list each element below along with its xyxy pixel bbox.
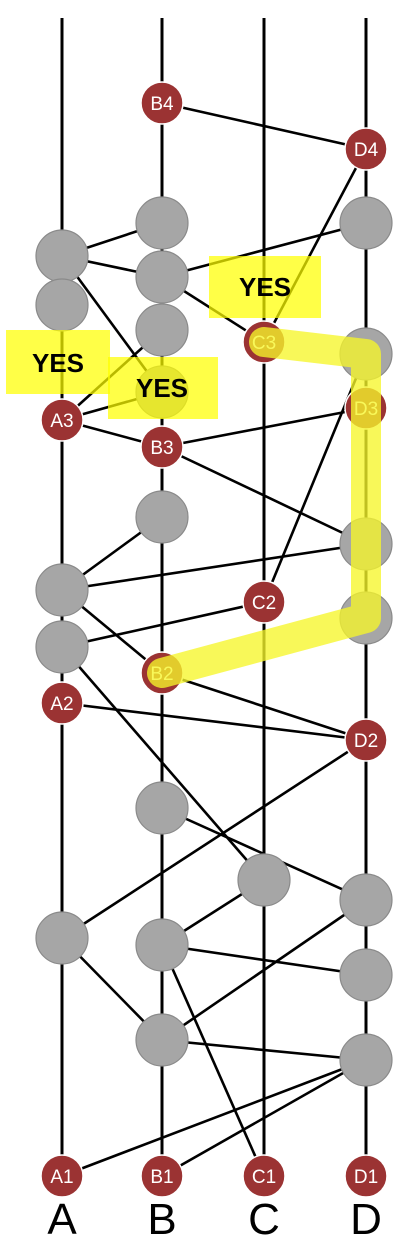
event-b4-label: B4 [150, 94, 174, 115]
edge [61, 646, 265, 881]
edge [160, 944, 266, 1177]
event-c1-label: C1 [252, 1167, 276, 1188]
edge [61, 738, 367, 940]
event-node [135, 781, 189, 835]
event-c2-label: C2 [252, 593, 276, 614]
event-d1-label: D1 [354, 1167, 378, 1188]
event-b3-label: B3 [150, 438, 173, 459]
event-a1-label: A1 [50, 1167, 73, 1188]
edge [61, 1058, 367, 1178]
edge [161, 1058, 367, 1178]
yes-label-b3: YES [136, 373, 188, 403]
event-b1-label: B1 [150, 1167, 173, 1188]
edge [161, 1038, 367, 1062]
edge [61, 600, 265, 649]
yes-label-c3: YES [239, 272, 291, 302]
event-a3-label: A3 [50, 411, 73, 432]
yes-annotation-b3: YES [108, 357, 218, 419]
event-node [135, 490, 189, 544]
yes-annotation-a3: YES [6, 330, 110, 394]
axis-label-c: C [248, 1195, 280, 1244]
event-c2: C2 [242, 580, 286, 624]
event-node [135, 303, 189, 357]
event-node [135, 1013, 189, 1067]
event-node [135, 918, 189, 972]
event-node [35, 620, 89, 674]
event-node [237, 853, 291, 907]
event-b3: B3 [140, 425, 184, 469]
event-d2-label: D2 [354, 731, 378, 752]
edge [161, 898, 367, 1042]
event-a2-label: A2 [50, 694, 73, 715]
edge [161, 445, 367, 546]
yes-annotation-c3: YES [209, 256, 321, 318]
event-node [339, 196, 393, 250]
edge [161, 221, 367, 279]
event-node [135, 196, 189, 250]
event-b1: B1 [140, 1154, 184, 1198]
event-d4: D4 [344, 127, 388, 171]
event-a1: A1 [40, 1154, 84, 1198]
event-c1: C1 [242, 1154, 286, 1198]
event-d1: D1 [344, 1154, 388, 1198]
highlight-path [147, 327, 381, 688]
event-node [339, 873, 393, 927]
axis-label-b: B [147, 1195, 176, 1244]
event-node [35, 278, 89, 332]
edge [61, 542, 367, 592]
axis-label-a: A [47, 1195, 77, 1244]
event-d2: D2 [344, 718, 388, 762]
edge [161, 671, 367, 742]
event-node [339, 948, 393, 1002]
event-node [339, 1033, 393, 1087]
event-node [35, 911, 89, 965]
event-node [35, 563, 89, 617]
edge [161, 943, 367, 977]
event-a2: A2 [40, 681, 84, 725]
edge [161, 101, 367, 151]
event-node [35, 229, 89, 283]
labelled-events: B4 D4 C3 D3 A3 B3 C2 B2 [40, 81, 388, 1198]
event-d4-label: D4 [354, 140, 379, 161]
event-b4: B4 [140, 81, 184, 125]
edge [61, 701, 367, 742]
yes-label-a3: YES [32, 348, 84, 378]
event-node [135, 250, 189, 304]
event-a3: A3 [40, 398, 84, 442]
axis-label-d: D [350, 1195, 382, 1244]
edge [161, 406, 367, 449]
